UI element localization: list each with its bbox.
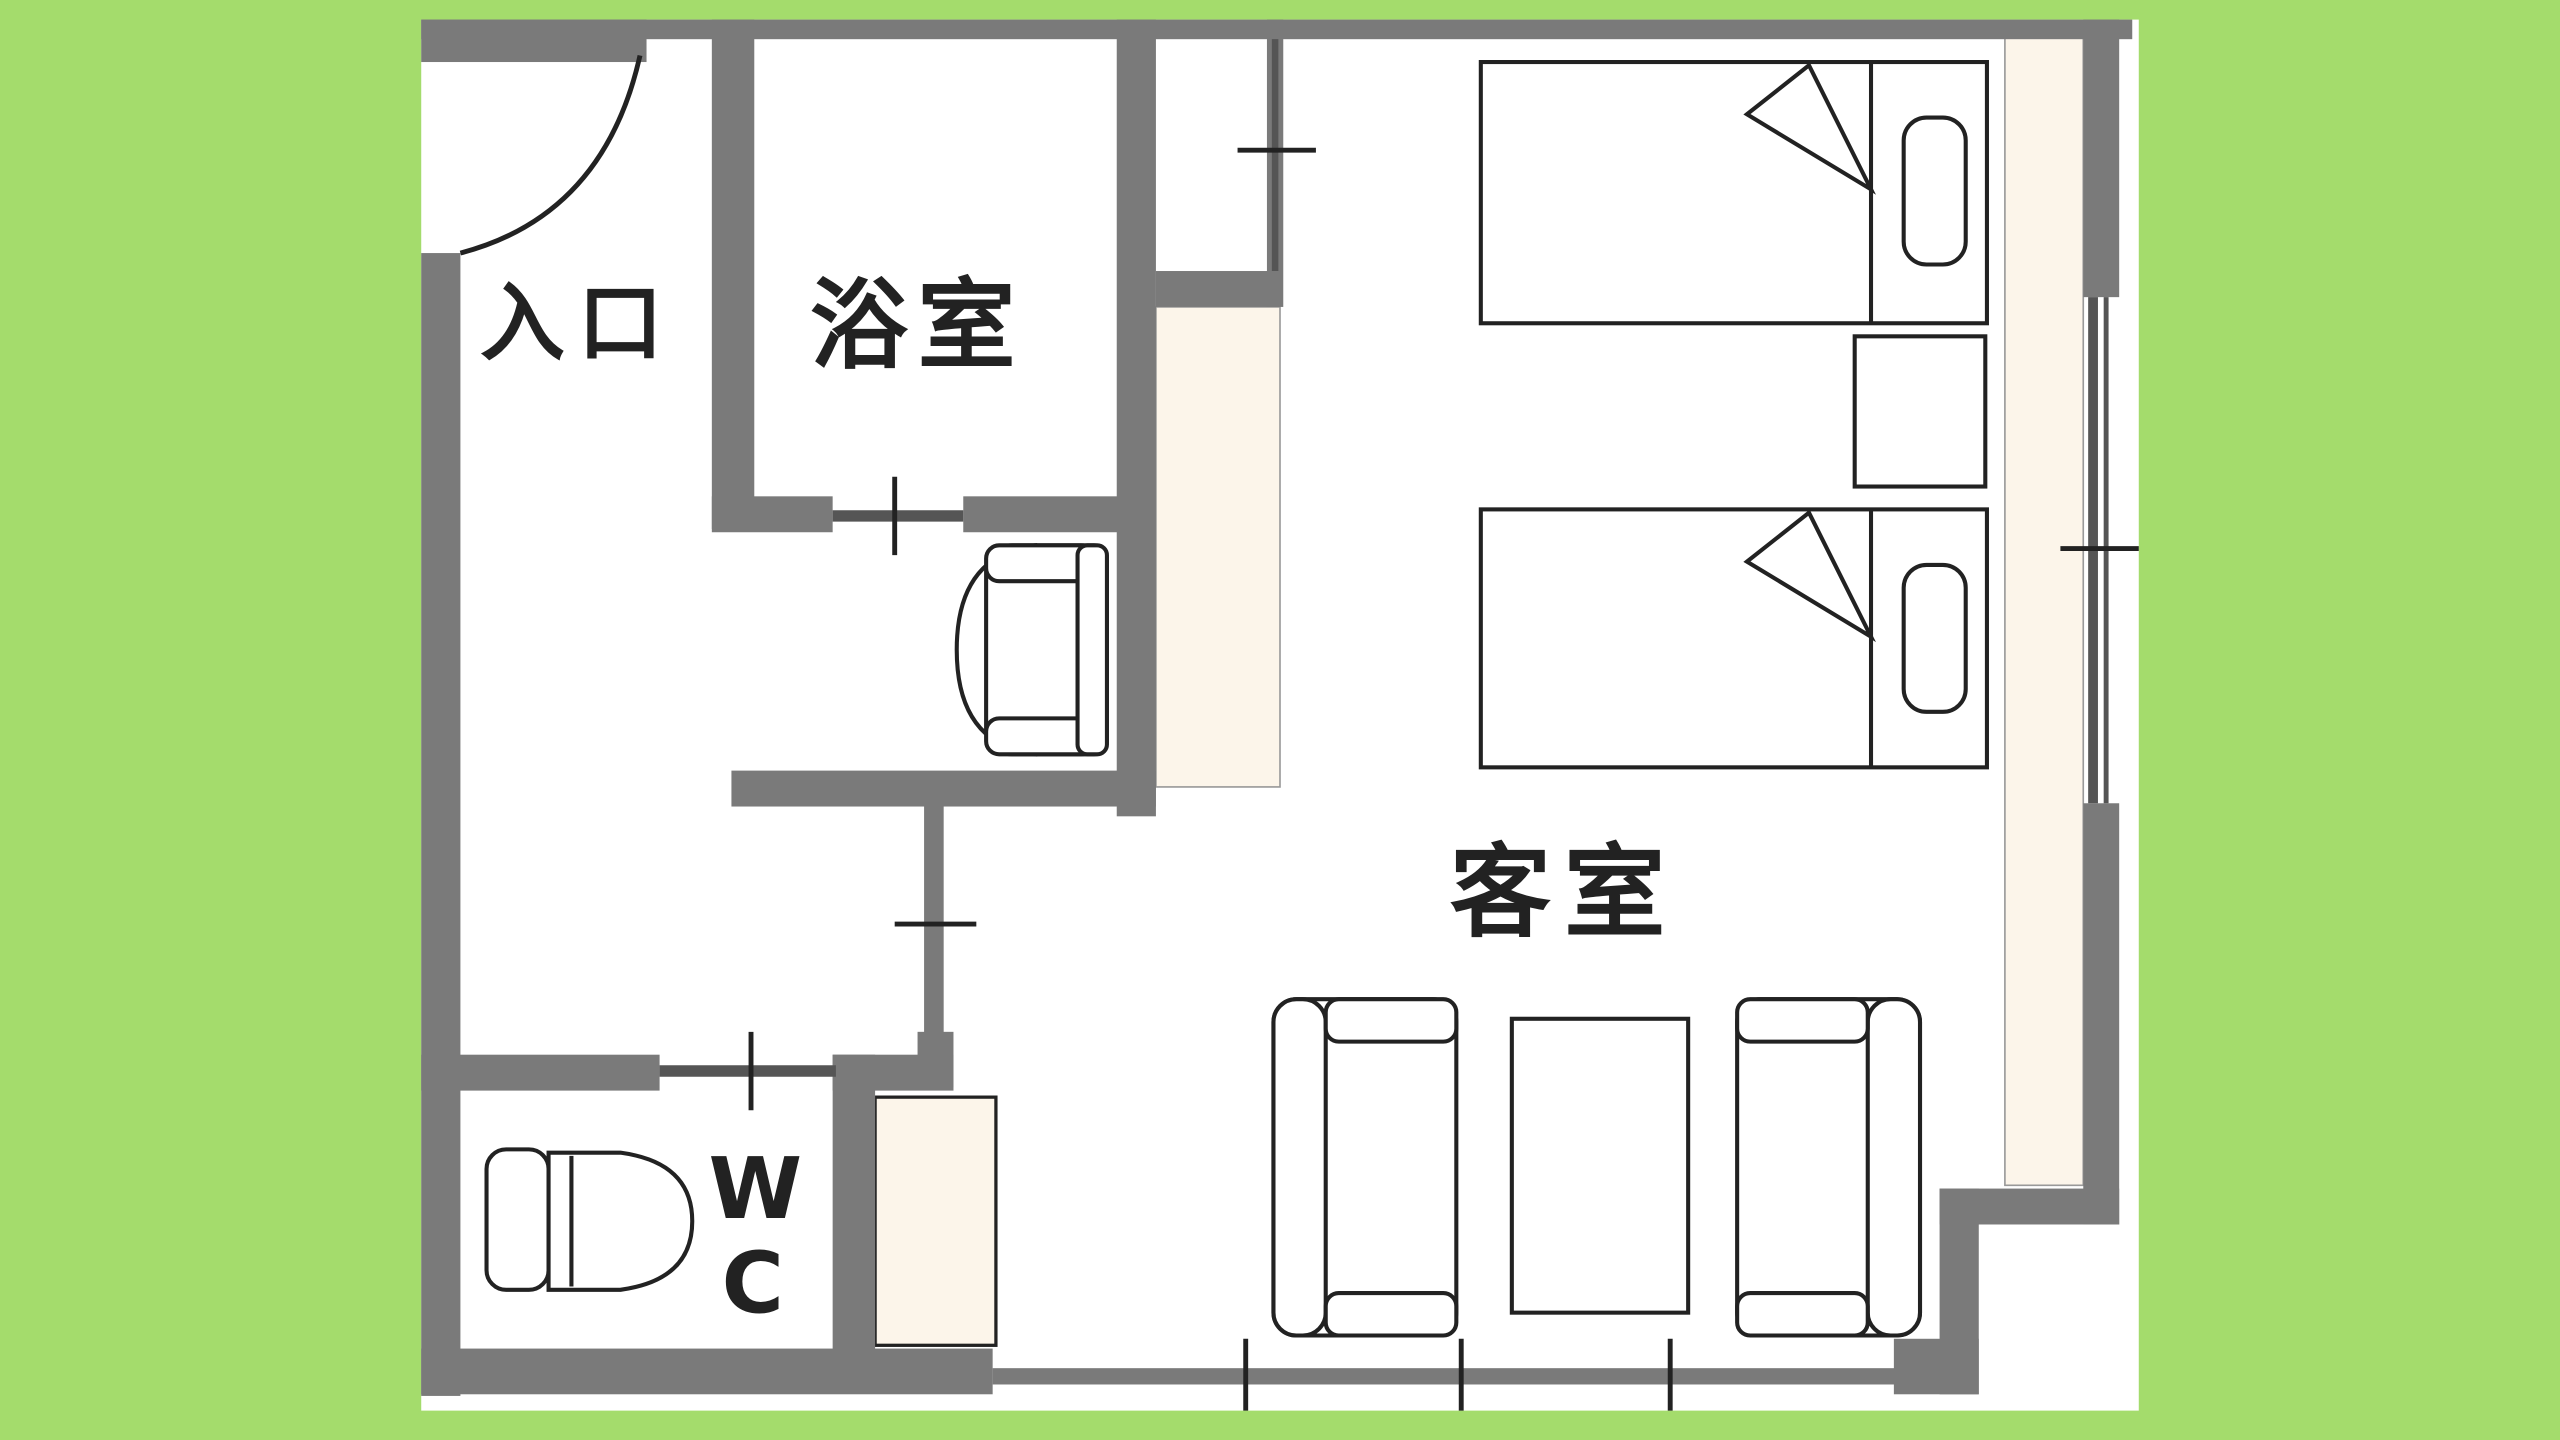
bathroom-label: 浴室 [810, 269, 1025, 383]
wardrobe [1155, 306, 1281, 788]
shoe-cabinet [873, 1095, 998, 1347]
bed [1478, 60, 1989, 326]
wc-label-w: W [709, 1140, 803, 1239]
entrance-label: 入口 [480, 275, 676, 374]
armchair [1735, 997, 1923, 1338]
armchair [1271, 997, 1459, 1338]
coffee-table [1509, 1016, 1691, 1315]
vanity-chair [954, 542, 1109, 757]
wc-label-c: C [722, 1235, 784, 1334]
guest-room-label: 客室 [1450, 833, 1679, 951]
bed [1478, 507, 1989, 770]
window-closet [2004, 31, 2085, 1187]
entrance-door-swing [459, 54, 643, 256]
toilet [484, 1147, 695, 1292]
walls [421, 19, 2133, 1396]
door-ticks [748, 147, 2139, 1411]
nightstand [1852, 334, 1988, 489]
